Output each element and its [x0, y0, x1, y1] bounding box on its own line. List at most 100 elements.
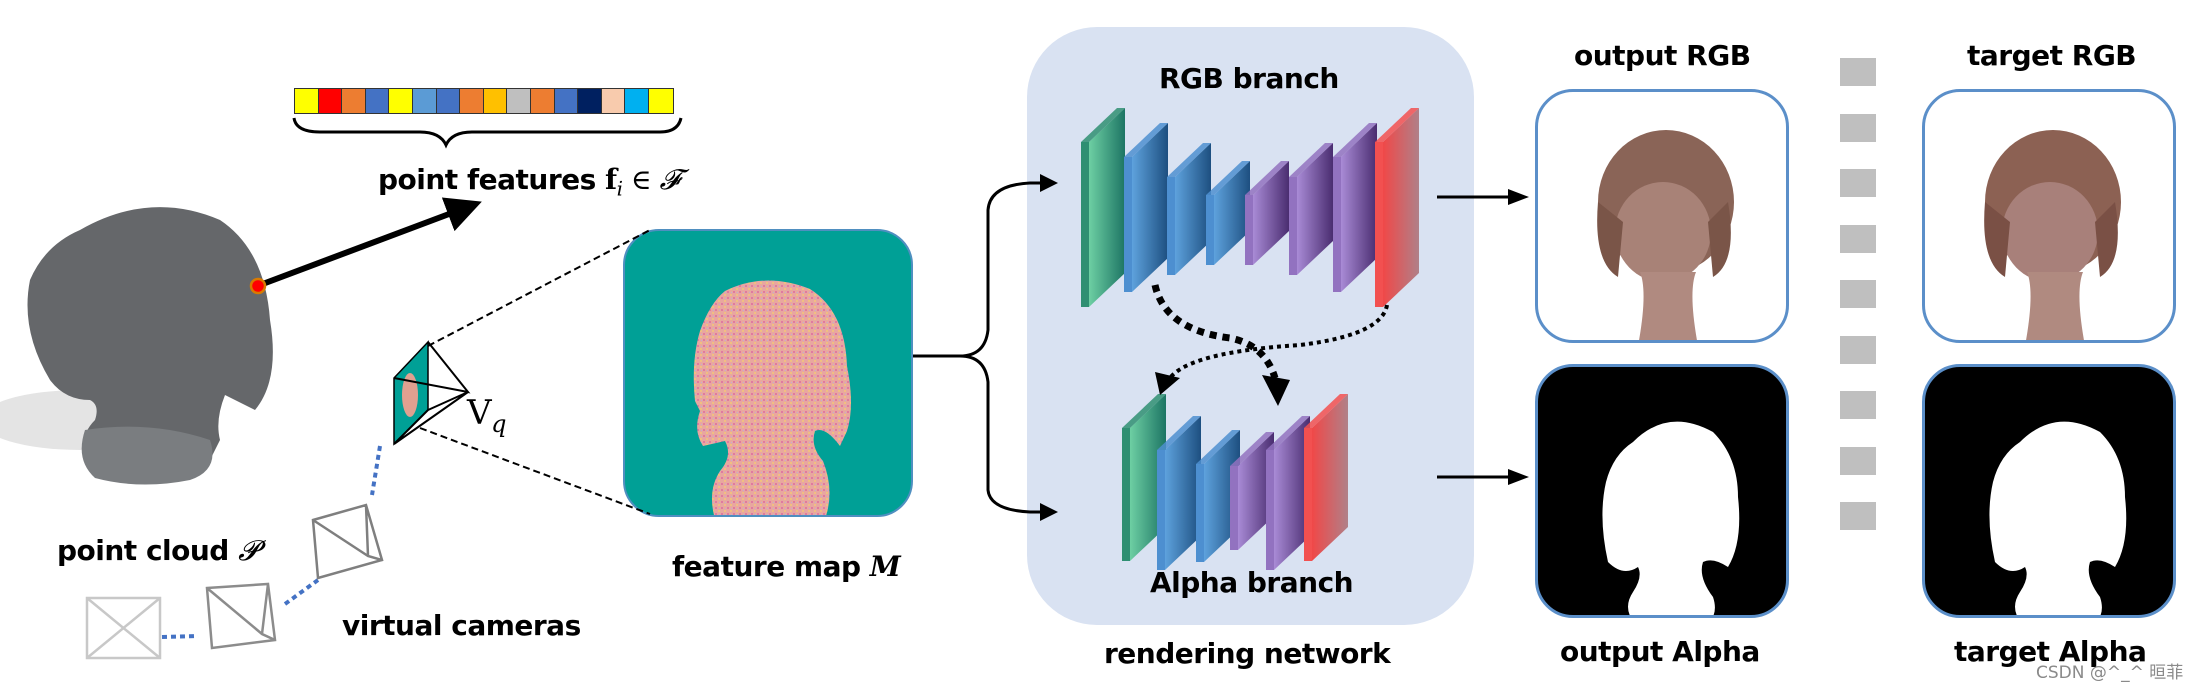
output-rgb-head	[1597, 130, 1734, 340]
separator-square	[1840, 58, 1876, 86]
alpha-branch-network	[1122, 394, 1348, 570]
network-layer-red	[1312, 394, 1348, 561]
separator-square	[1840, 502, 1876, 530]
feature-cell	[530, 89, 555, 113]
output-rgb-image	[1535, 89, 1789, 343]
network-layer-top	[1266, 416, 1310, 450]
network-layer-edge	[1206, 195, 1214, 265]
network-layer-purple	[1274, 416, 1310, 570]
rgb-branch-label: RGB branch	[1159, 62, 1339, 95]
network-layer-edge	[1289, 177, 1297, 275]
camera-link	[370, 445, 382, 496]
virtual-camera-middle	[205, 582, 277, 650]
network-layer-top	[1081, 108, 1125, 142]
network-layer-edge	[1304, 428, 1312, 561]
output-alpha-label: output Alpha	[1560, 635, 1760, 668]
point-feature-vector	[294, 88, 674, 114]
split-arrow-rgb	[913, 181, 1048, 358]
output-alpha-silhouette	[1602, 421, 1740, 615]
target-rgb-label: target RGB	[1967, 39, 2137, 72]
network-layer-edge	[1230, 466, 1238, 550]
network-layer-edge	[1375, 142, 1383, 307]
network-layer-top	[1230, 432, 1274, 466]
network-layer-top	[1124, 123, 1168, 157]
network-layer-green	[1089, 108, 1125, 307]
separator-square	[1840, 446, 1876, 475]
network-layer-top	[1206, 161, 1250, 195]
skip-connection-thick	[1151, 284, 1279, 380]
feature-brace	[292, 117, 683, 149]
separator-square	[1840, 224, 1876, 253]
rgb-branch-network	[1081, 108, 1419, 307]
point-features-label: point features fi ∈ 𝓕	[378, 163, 680, 201]
point-cloud-label: point cloud 𝓟	[57, 534, 258, 567]
skip-connection-thin	[1168, 304, 1389, 380]
network-layer-edge	[1081, 142, 1089, 307]
network-layer-blue	[1175, 143, 1211, 275]
feature-cell	[436, 89, 461, 113]
network-layer-purple	[1341, 123, 1377, 292]
rendering-network-label: rendering network	[1104, 637, 1391, 670]
network-layer-top	[1245, 161, 1289, 195]
target-alpha-label: target Alpha	[1954, 635, 2147, 668]
virtual-cameras-label: virtual cameras	[342, 609, 581, 642]
network-layer-top	[1157, 416, 1201, 450]
projection-line-bottom	[419, 427, 651, 515]
separator-square	[1840, 169, 1876, 197]
feature-cell	[412, 89, 437, 113]
network-layer-purple	[1253, 161, 1289, 265]
network-layer-red	[1383, 108, 1419, 307]
network-layer-top	[1196, 430, 1240, 464]
network-layer-blue	[1132, 123, 1168, 292]
projection-line-top	[427, 229, 651, 347]
watermark: CSDN @^_^ 晅菲	[2036, 663, 2184, 683]
feature-cell	[295, 89, 319, 113]
feature-cell	[554, 89, 579, 113]
feature-map-image	[623, 229, 913, 517]
network-layer-top	[1289, 143, 1333, 177]
active-camera-vq	[393, 340, 471, 446]
feature-arrow	[258, 197, 482, 288]
camera-link	[161, 634, 199, 639]
network-layer-top	[1375, 108, 1419, 142]
network-layer-edge	[1124, 157, 1132, 292]
feature-map-silhouette	[693, 280, 851, 515]
highlighted-point	[249, 277, 267, 295]
feature-cell	[625, 89, 649, 113]
network-layer-top	[1304, 394, 1348, 428]
feature-cell	[389, 89, 413, 113]
target-alpha-silhouette	[1989, 421, 2127, 615]
separator-square	[1840, 335, 1876, 364]
network-layer-purple	[1238, 432, 1274, 550]
feature-cell	[507, 89, 531, 113]
network-layer-edge	[1157, 450, 1165, 570]
separator-square	[1840, 280, 1876, 308]
feature-cell	[578, 89, 602, 113]
feature-cell	[601, 89, 626, 113]
network-layer-edge	[1266, 450, 1274, 570]
output-alpha-image	[1535, 364, 1789, 618]
feature-cell	[648, 89, 673, 113]
alpha-branch-label: Alpha branch	[1150, 566, 1354, 599]
network-layer-top	[1333, 123, 1377, 157]
separator-square	[1840, 391, 1876, 419]
feature-cell	[365, 89, 390, 113]
feature-cell	[460, 89, 484, 113]
split-arrow-alpha	[913, 354, 1048, 514]
network-layer-edge	[1122, 428, 1130, 561]
network-layer-blue	[1214, 161, 1250, 265]
feature-map-label: feature map M	[672, 550, 901, 583]
network-layer-purple	[1297, 143, 1333, 275]
virtual-camera-faded	[85, 596, 162, 660]
separator-square	[1840, 113, 1876, 142]
camera-vq-label: Vq	[467, 393, 506, 438]
target-alpha-image	[1922, 364, 2176, 618]
camera-link	[283, 578, 320, 606]
target-rgb-head	[1984, 130, 2121, 340]
feature-cell	[342, 89, 366, 113]
network-layer-top	[1122, 394, 1166, 428]
point-cloud-shape	[0, 207, 273, 485]
feature-cell	[483, 89, 508, 113]
target-rgb-image	[1922, 89, 2176, 343]
